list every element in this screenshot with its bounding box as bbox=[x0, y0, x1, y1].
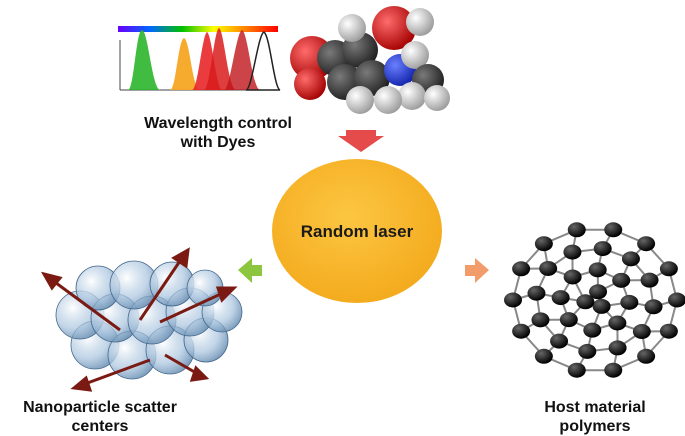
carbon-atom bbox=[609, 340, 627, 355]
carbon-atom bbox=[589, 284, 607, 299]
hydrogen-atom bbox=[346, 86, 374, 114]
carbon-atom bbox=[668, 293, 685, 308]
hydrogen-atom bbox=[374, 86, 402, 114]
carbon-atom bbox=[535, 349, 553, 364]
dyes-caption-line2: with Dyes bbox=[118, 133, 318, 152]
nanoparticle-caption-line2: centers bbox=[0, 417, 200, 436]
carbon-atom bbox=[612, 273, 630, 288]
hydrogen-atom bbox=[338, 14, 366, 42]
carbon-atom bbox=[563, 245, 581, 260]
emission-spectrum bbox=[118, 26, 280, 90]
host-caption: Host material polymers bbox=[520, 398, 670, 436]
carbon-atom bbox=[620, 295, 638, 310]
random-laser-label: Random laser bbox=[272, 222, 442, 242]
carbon-atom bbox=[608, 315, 626, 330]
arrow-right-icon bbox=[465, 258, 489, 283]
carbon-atom bbox=[527, 286, 545, 301]
carbon-atom bbox=[583, 323, 601, 338]
carbon-atom bbox=[552, 290, 570, 305]
carbon-atom bbox=[660, 324, 678, 339]
dyes-caption-line1: Wavelength control bbox=[118, 114, 318, 133]
carbon-atom bbox=[604, 363, 622, 378]
carbon-atom bbox=[622, 251, 640, 266]
carbon-atom bbox=[660, 261, 678, 276]
carbon-atom bbox=[568, 363, 586, 378]
arrow-left-icon bbox=[238, 258, 262, 283]
carbon-atom bbox=[539, 261, 557, 276]
host-caption-line2: polymers bbox=[520, 417, 670, 436]
carbon-atom bbox=[645, 299, 663, 314]
nanoparticle-caption-line1: Nanoparticle scatter bbox=[0, 398, 200, 417]
carbon-atom bbox=[531, 312, 549, 327]
arrow-down-icon bbox=[338, 130, 384, 152]
fullerene-molecule bbox=[504, 222, 685, 377]
spectrum-peak-orange bbox=[170, 38, 200, 90]
carbon-atom bbox=[550, 334, 568, 349]
hydrogen-atom bbox=[424, 85, 450, 111]
nanoparticle-caption: Nanoparticle scatter centers bbox=[0, 398, 200, 436]
carbon-atom bbox=[535, 236, 553, 251]
carbon-atom bbox=[564, 270, 582, 285]
carbon-atom bbox=[641, 273, 659, 288]
spectrum-peak-red-3 bbox=[224, 30, 260, 90]
carbon-atom bbox=[512, 261, 530, 276]
spectrum-peak-green bbox=[128, 30, 160, 90]
carbon-atom bbox=[593, 299, 611, 314]
ray-arrowhead bbox=[74, 378, 90, 390]
oxygen-atom bbox=[294, 68, 326, 100]
carbon-atom bbox=[637, 236, 655, 251]
carbon-atom bbox=[578, 344, 596, 359]
carbon-atom bbox=[504, 293, 522, 308]
dye-molecule bbox=[290, 6, 450, 114]
host-caption-line1: Host material bbox=[520, 398, 670, 417]
carbon-atom bbox=[637, 349, 655, 364]
nanoparticle-cluster bbox=[44, 250, 242, 390]
ray-arrowhead bbox=[192, 368, 206, 380]
carbon-atom bbox=[604, 222, 622, 237]
hydrogen-atom bbox=[406, 8, 434, 36]
spectrum-peak-black bbox=[246, 32, 280, 90]
carbon-atom bbox=[589, 262, 607, 277]
dyes-caption: Wavelength control with Dyes bbox=[118, 114, 318, 152]
carbon-atom bbox=[568, 222, 586, 237]
hydrogen-atom bbox=[398, 82, 426, 110]
carbon-atom bbox=[512, 324, 530, 339]
carbon-atom bbox=[633, 324, 651, 339]
carbon-atom bbox=[594, 241, 612, 256]
carbon-atom bbox=[560, 312, 578, 327]
